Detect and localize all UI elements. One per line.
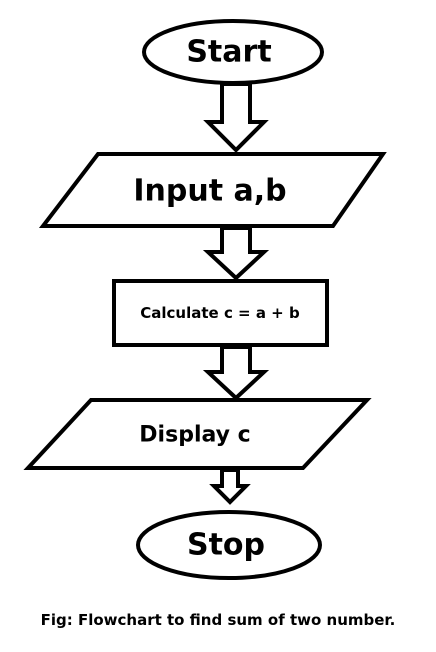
input-node: Input a,b (38, 152, 387, 228)
stop-node: Stop (136, 510, 322, 580)
output-node: Display c (23, 398, 372, 470)
flowchart-diagram: Start Input a,b Calculate c = a + b Disp… (23, 19, 387, 580)
arrow-start-to-input (203, 82, 269, 153)
process-label: Calculate c = a + b (140, 304, 300, 322)
figure-caption: Fig: Flowchart to find sum of two number… (40, 611, 396, 629)
start-label: Start (186, 35, 271, 70)
output-label: Display c (139, 423, 250, 448)
arrow-input-to-process (202, 226, 270, 281)
start-node: Start (142, 19, 324, 85)
arrow-process-to-output (202, 345, 270, 401)
input-label: Input a,b (133, 174, 286, 209)
stop-label: Stop (187, 528, 265, 563)
arrow-output-to-stop (209, 468, 251, 505)
process-node: Calculate c = a + b (112, 279, 329, 347)
